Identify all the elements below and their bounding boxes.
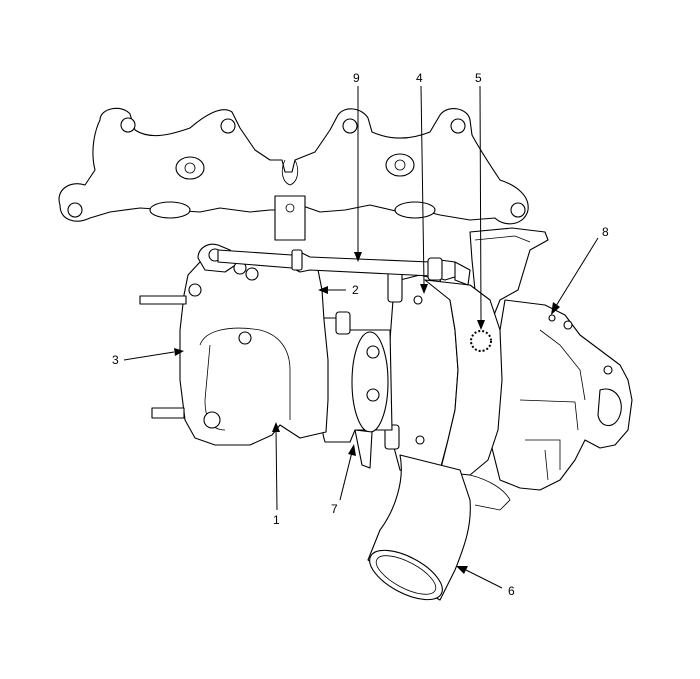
bolt-location-marker — [470, 330, 492, 352]
callout-7: 7 — [331, 502, 338, 516]
callout-8: 8 — [602, 225, 609, 239]
callout-3: 3 — [112, 353, 119, 367]
callout-2: 2 — [352, 283, 359, 297]
callout-leaders — [123, 85, 599, 589]
exhaust-manifold — [58, 107, 529, 241]
callout-4: 4 — [416, 71, 423, 85]
callout-9: 9 — [353, 71, 360, 85]
turbine-housing — [139, 243, 329, 446]
callout-1: 1 — [273, 513, 280, 527]
wastegate-actuator — [489, 299, 633, 491]
compressor-housing — [384, 271, 503, 479]
oil-feed-line — [217, 249, 471, 286]
callout-6: 6 — [508, 584, 515, 598]
callout-5: 5 — [475, 71, 482, 85]
outlet-pipe — [367, 454, 511, 601]
bearing-housing — [317, 311, 393, 469]
